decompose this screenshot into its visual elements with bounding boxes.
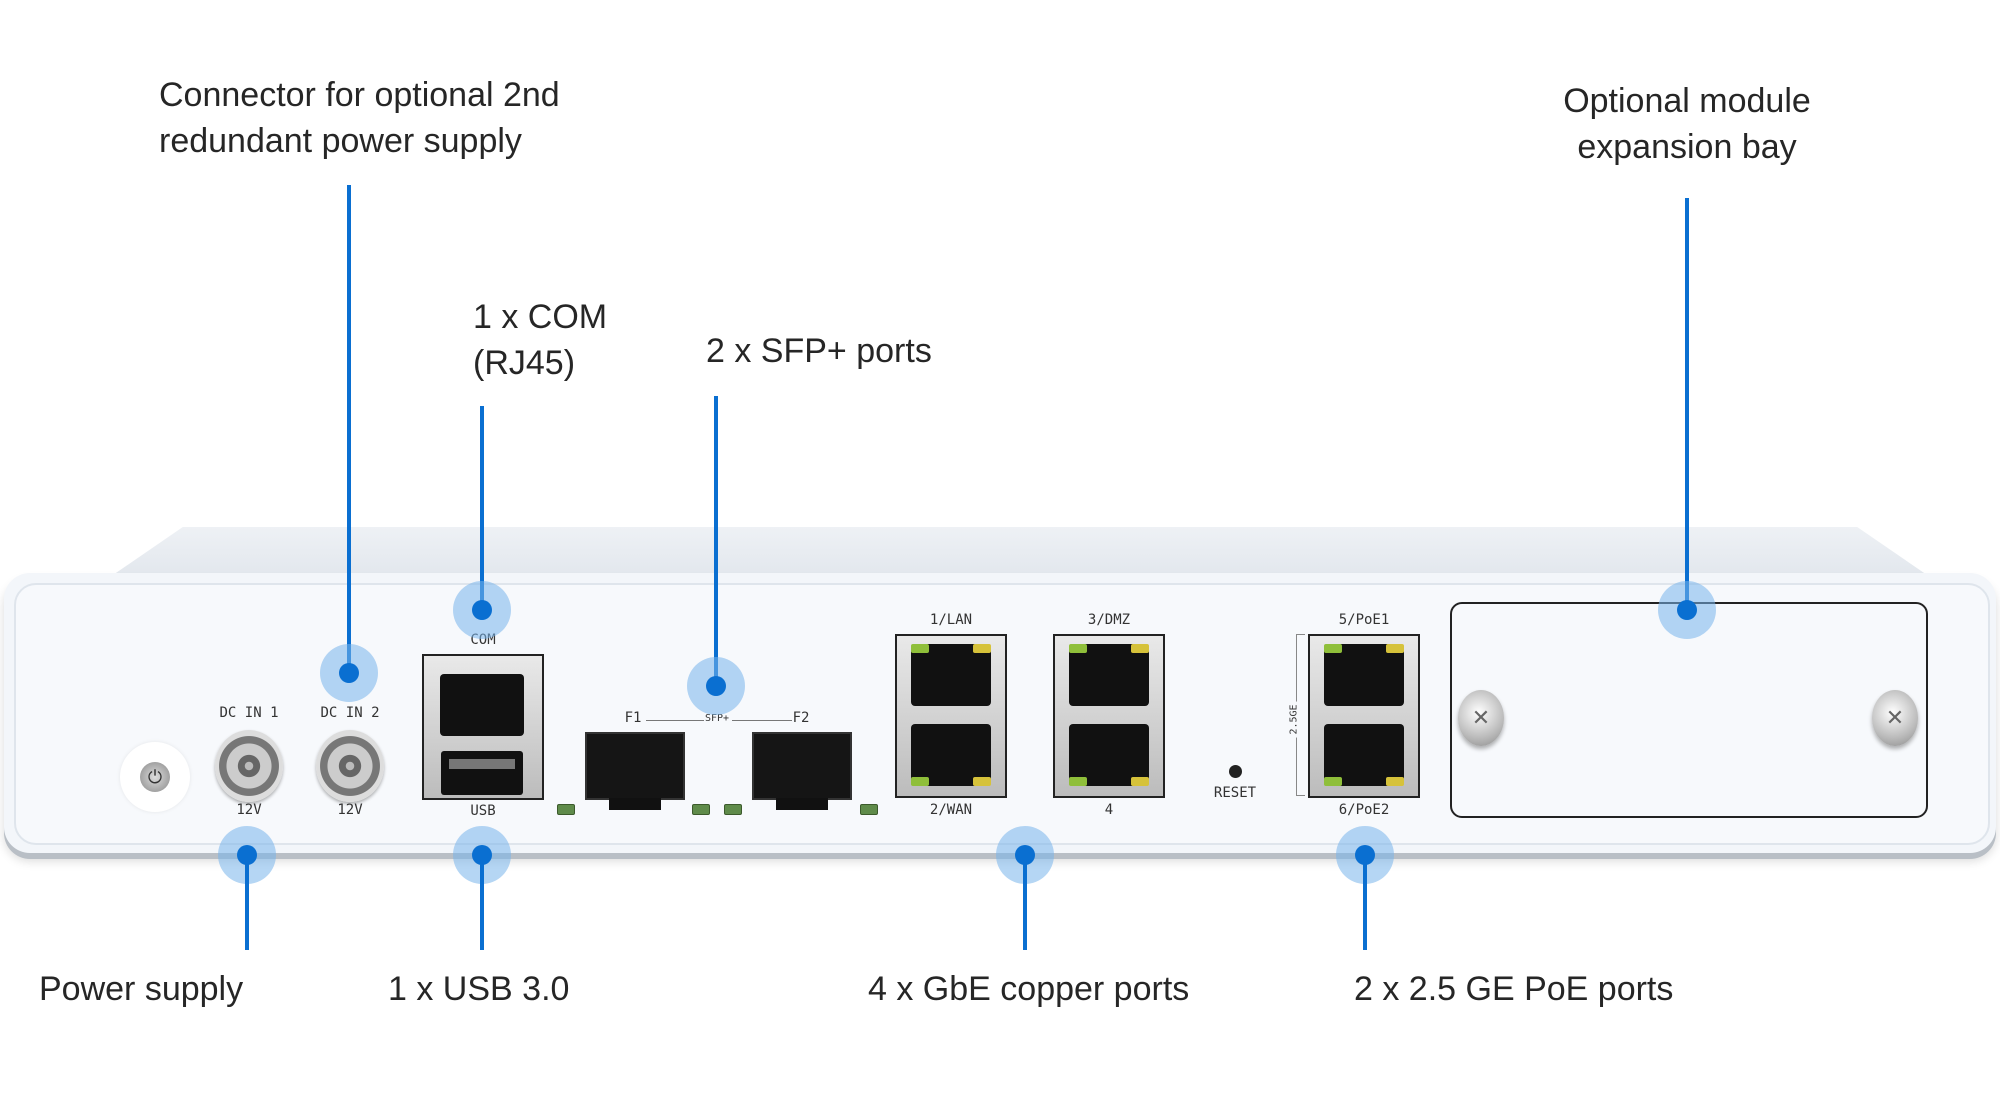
leader-line-com	[480, 406, 484, 610]
gbe-block-1	[895, 634, 1007, 798]
leader-line-expansion	[1685, 198, 1689, 610]
label-12v-1: 12V	[236, 802, 262, 818]
callout-redundant-power: Connector for optional 2nd redundant pow…	[159, 72, 560, 164]
label-port4: 4	[1104, 802, 1114, 818]
marker-expansion	[1677, 600, 1697, 620]
sfp-f1-led-left	[557, 804, 575, 815]
sfp-f2-tab	[776, 798, 828, 810]
callout-power-supply: Power supply	[39, 970, 244, 1008]
label-wan2: 2/WAN	[929, 802, 973, 818]
gbe-block-2	[1053, 634, 1165, 798]
leader-line-power-supply	[245, 855, 249, 950]
callout-com-line2: (RJ45)	[473, 344, 576, 382]
port-6-poe2[interactable]	[1324, 724, 1404, 786]
callout-expansion: Optional module expansion bay	[1500, 78, 1874, 170]
power-icon: ⏻	[140, 762, 170, 792]
port-5-poe1[interactable]	[1324, 644, 1404, 706]
port-1-lan[interactable]	[911, 644, 991, 706]
screw-icon-right: ✕	[1872, 690, 1918, 746]
callout-gbe: 4 x GbE copper ports	[868, 970, 1190, 1008]
port-4-led-yellow	[1131, 777, 1149, 786]
label-poe2: 6/PoE2	[1338, 802, 1390, 818]
port-2-wan[interactable]	[911, 724, 991, 786]
marker-sfp	[706, 676, 726, 696]
port-4[interactable]	[1069, 724, 1149, 786]
callout-sfp-text: 2 x SFP+ ports	[706, 332, 932, 370]
label-f2: F2	[792, 710, 810, 726]
label-poe1: 5/PoE1	[1338, 612, 1390, 628]
port-1-led-green	[911, 644, 929, 653]
label-sfp-plus: SFP+	[704, 713, 730, 724]
sfp-f2-led-right	[860, 804, 878, 815]
port-4-led-green	[1069, 777, 1087, 786]
leader-line-usb	[480, 855, 484, 950]
usb-port[interactable]	[441, 751, 523, 795]
port-3-dmz[interactable]	[1069, 644, 1149, 706]
callout-usb: 1 x USB 3.0	[388, 970, 570, 1008]
sfp-f2-led-left	[724, 804, 742, 815]
poe-block	[1308, 634, 1420, 798]
sfp-f1-tab	[609, 798, 661, 810]
com-port[interactable]	[440, 674, 524, 736]
callout-sfp: 2 x SFP+ ports	[706, 328, 932, 374]
port-3-led-yellow	[1131, 644, 1149, 653]
power-button[interactable]: ⏻	[120, 742, 190, 812]
callout-expansion-line2: expansion bay	[1577, 128, 1797, 166]
label-2-5ge: 2.5GE	[1288, 701, 1300, 738]
leader-line-poe	[1363, 855, 1367, 950]
port-2-led-green	[911, 777, 929, 786]
callout-com-line1: 1 x COM	[473, 298, 608, 336]
label-dc-in-2: DC IN 2	[320, 705, 380, 721]
port-5-led-yellow	[1386, 644, 1404, 653]
port-1-led-yellow	[973, 644, 991, 653]
label-lan1: 1/LAN	[929, 612, 973, 628]
sfp-port-f2[interactable]	[752, 732, 852, 810]
callout-redundant-power-line1: Connector for optional 2nd	[159, 76, 560, 114]
label-f1: F1	[624, 710, 642, 726]
callout-poe: 2 x 2.5 GE PoE ports	[1354, 970, 1674, 1008]
sfp-line-right	[732, 720, 792, 721]
marker-com	[472, 600, 492, 620]
label-12v-2: 12V	[337, 802, 363, 818]
leader-line-redundant-power	[347, 185, 351, 673]
dc-in-1-jack[interactable]	[215, 730, 283, 802]
callout-com: 1 x COM (RJ45)	[473, 294, 607, 386]
dc-in-2-jack[interactable]	[316, 730, 384, 802]
sfp-line-left	[646, 720, 704, 721]
screw-icon-left: ✕	[1458, 690, 1504, 746]
chassis-top	[110, 527, 1930, 577]
sfp-port-f1[interactable]	[585, 732, 685, 810]
label-dmz3: 3/DMZ	[1087, 612, 1131, 628]
sfp-f1-led-right	[692, 804, 710, 815]
label-reset: RESET	[1213, 785, 1257, 801]
port-3-led-green	[1069, 644, 1087, 653]
port-2-led-yellow	[973, 777, 991, 786]
callout-expansion-line1: Optional module	[1563, 82, 1811, 120]
callout-redundant-power-line2: redundant power supply	[159, 122, 522, 160]
reset-button[interactable]	[1229, 765, 1242, 778]
leader-line-gbe	[1023, 855, 1027, 950]
port-6-led-green	[1324, 777, 1342, 786]
usb-tongue	[449, 759, 515, 769]
port-5-led-green	[1324, 644, 1342, 653]
label-usb: USB	[470, 803, 496, 819]
com-usb-block	[422, 654, 544, 800]
leader-line-sfp	[714, 396, 718, 686]
port-6-led-yellow	[1386, 777, 1404, 786]
marker-redundant-power	[339, 663, 359, 683]
label-dc-in-1: DC IN 1	[219, 705, 279, 721]
